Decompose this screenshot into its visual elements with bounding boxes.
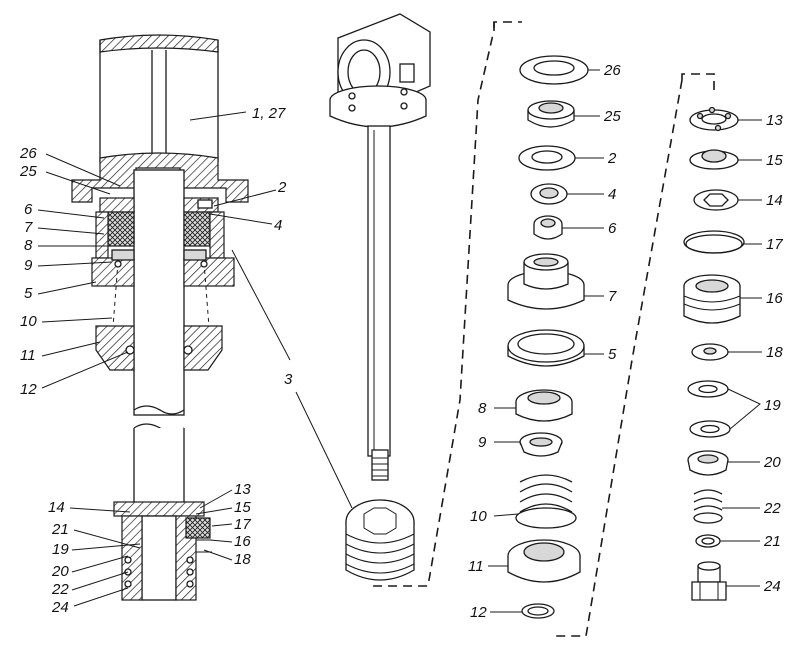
label-7-middle: 7: [608, 288, 617, 305]
label-15-left: 15: [234, 499, 251, 516]
label-20-left: 20: [51, 563, 69, 580]
label-26-middle: 26: [603, 62, 621, 79]
label-10-left: 10: [20, 313, 37, 330]
part-13-washer: [689, 106, 739, 132]
label-21-right: 21: [763, 533, 781, 550]
sectional-view: [37, 34, 353, 607]
label-8-left: 8: [24, 237, 33, 254]
lower-seat-section: [95, 325, 223, 371]
label-6-left: 6: [24, 201, 33, 218]
label-24-right: 24: [763, 578, 781, 595]
part-8-seal: [515, 389, 573, 422]
part-26-washer: [519, 55, 589, 85]
part-24-plug: [691, 561, 727, 601]
label-14-left: 14: [48, 499, 65, 516]
label-1-27: 1, 27: [252, 105, 286, 122]
central-rod: [133, 169, 185, 510]
label-5-left: 5: [24, 285, 33, 302]
part-14-lock-washer: [693, 189, 739, 211]
callout-labels: 1, 27 26 25 6 7 8 9 5 10 11 12 2 4 3 14 …: [19, 62, 783, 621]
label-4-middle: 4: [608, 186, 616, 203]
bracket-right: [556, 73, 715, 637]
label-26-left: 26: [19, 145, 37, 162]
label-24-left: 24: [51, 599, 69, 616]
label-19-right: 19: [764, 397, 781, 414]
label-15-right: 15: [766, 152, 783, 169]
label-11-middle: 11: [468, 558, 484, 575]
part-21-ring: [695, 534, 721, 548]
part-12-ring: [521, 603, 555, 619]
label-2-left: 2: [277, 179, 287, 196]
seal-pack-left: [91, 197, 135, 287]
label-21-left: 21: [51, 521, 69, 538]
label-2-middle: 2: [607, 150, 617, 167]
part-5-ring: [507, 329, 585, 367]
part-19-washers: [687, 380, 731, 438]
part-25-seal: [527, 100, 575, 128]
part-17-snap-ring: [683, 230, 745, 254]
label-14-right: 14: [766, 192, 783, 209]
rod-with-head: [329, 13, 431, 481]
part-6-bushing: [533, 215, 563, 240]
label-12-middle: 12: [470, 604, 487, 621]
part-7-cage: [507, 253, 585, 310]
label-25-left: 25: [19, 163, 37, 180]
label-3: 3: [284, 371, 293, 388]
leader-lines-right: [720, 119, 762, 587]
label-7-left: 7: [24, 219, 33, 236]
label-16-right: 16: [766, 290, 783, 307]
part-9-cup: [519, 432, 563, 457]
label-13-left: 13: [234, 481, 251, 498]
bottom-valve-section: [113, 501, 212, 601]
label-11-left: 11: [20, 347, 36, 364]
part-2-ring: [518, 145, 576, 171]
part-18-plate: [691, 343, 729, 361]
bracket-middle-right: [493, 21, 522, 28]
label-20-right: 20: [763, 454, 781, 471]
label-12-left: 12: [20, 381, 37, 398]
upper-tube-section: [99, 34, 219, 162]
part-10-spring: [515, 474, 577, 529]
label-5-middle: 5: [608, 346, 617, 363]
seal-pack-right: [183, 197, 235, 287]
part-11-seat: [507, 539, 581, 583]
part-15-spring-washer: [689, 149, 739, 170]
label-18-right: 18: [766, 344, 783, 361]
part-16-bushing: [683, 274, 741, 324]
leader-lines-left: [37, 111, 353, 607]
label-16-left: 16: [234, 533, 251, 550]
bracket-middle: [372, 22, 495, 587]
label-8-middle: 8: [478, 400, 487, 417]
label-13-right: 13: [766, 112, 783, 129]
part-4-ring: [530, 183, 568, 205]
piston-part-3: [345, 499, 415, 581]
label-18-left: 18: [234, 551, 251, 568]
leader-lines-middle: [488, 69, 604, 613]
part-20-cup: [687, 450, 729, 476]
part-22-spring: [693, 489, 723, 524]
label-6-middle: 6: [608, 220, 617, 237]
label-22-right: 22: [763, 500, 781, 517]
label-4-left: 4: [274, 217, 282, 234]
label-17-right: 17: [766, 236, 783, 253]
label-9-middle: 9: [478, 434, 487, 451]
label-22-left: 22: [51, 581, 69, 598]
label-19-left: 19: [52, 541, 69, 558]
label-10-middle: 10: [470, 508, 487, 525]
label-9-left: 9: [24, 257, 33, 274]
label-17-left: 17: [234, 516, 251, 533]
label-25-middle: 25: [603, 108, 621, 125]
